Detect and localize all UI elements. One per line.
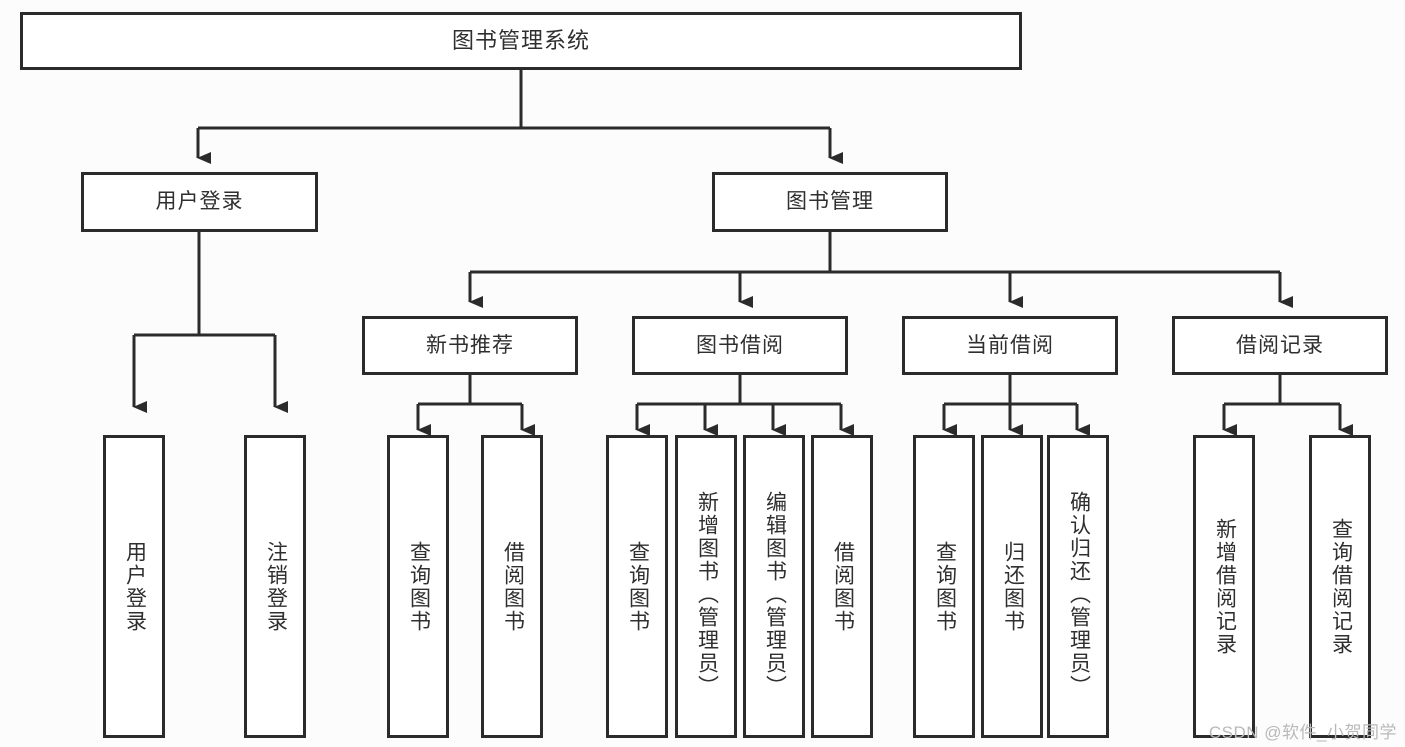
leaf-query-borrow-record[interactable]: 查询借阅记录 — [1309, 435, 1371, 738]
node-label: 用户登录 — [123, 540, 147, 633]
node-label: 确认归还（管理员） — [1067, 491, 1091, 698]
leaf-edit-book-admin[interactable]: 编辑图书（管理员） — [743, 435, 805, 738]
node-label: 查询图书 — [933, 540, 957, 633]
node-label: 查询图书 — [407, 540, 431, 633]
leaf-add-borrow-record[interactable]: 新增借阅记录 — [1193, 435, 1255, 738]
node-borrow-records[interactable]: 借阅记录 — [1172, 316, 1388, 375]
leaf-borrow-book-new[interactable]: 借阅图书 — [481, 435, 543, 738]
node-label: 归还图书 — [1001, 540, 1025, 633]
node-label: 借阅图书 — [831, 540, 855, 633]
leaf-user-logout[interactable]: 注销登录 — [244, 435, 306, 738]
leaf-return-book[interactable]: 归还图书 — [981, 435, 1043, 738]
leaf-user-login[interactable]: 用户登录 — [103, 435, 165, 738]
node-label: 用户登录 — [155, 190, 244, 214]
leaf-borrow-book[interactable]: 借阅图书 — [811, 435, 873, 738]
node-label: 借阅图书 — [501, 540, 525, 633]
node-book-borrow[interactable]: 图书借阅 — [632, 316, 848, 375]
node-current-borrow[interactable]: 当前借阅 — [902, 316, 1118, 375]
node-label: 编辑图书（管理员） — [763, 491, 787, 698]
node-label: 查询借阅记录 — [1329, 517, 1353, 656]
node-label: 新增借阅记录 — [1213, 517, 1237, 656]
leaf-query-book-borrow[interactable]: 查询图书 — [606, 435, 668, 738]
leaf-confirm-return-admin[interactable]: 确认归还（管理员） — [1047, 435, 1109, 738]
leaf-add-book-admin[interactable]: 新增图书（管理员） — [675, 435, 737, 738]
node-book-management[interactable]: 图书管理 — [712, 172, 948, 232]
csdn-watermark: CSDN @软件_小贺同学 — [1208, 723, 1397, 742]
node-label: 图书借阅 — [696, 333, 784, 357]
node-root-system[interactable]: 图书管理系统 — [20, 12, 1022, 70]
node-label: 当前借阅 — [966, 333, 1054, 357]
node-label: 注销登录 — [264, 540, 288, 633]
node-user-login[interactable]: 用户登录 — [81, 172, 318, 232]
node-label: 图书管理系统 — [451, 27, 590, 53]
node-label: 借阅记录 — [1236, 333, 1324, 357]
leaf-query-book-new[interactable]: 查询图书 — [387, 435, 449, 738]
node-label: 查询图书 — [626, 540, 650, 633]
node-label: 图书管理 — [786, 190, 874, 214]
node-new-book-recommend[interactable]: 新书推荐 — [362, 316, 578, 375]
node-label: 新增图书（管理员） — [695, 491, 719, 698]
node-label: 新书推荐 — [426, 333, 514, 357]
leaf-query-book-current[interactable]: 查询图书 — [913, 435, 975, 738]
